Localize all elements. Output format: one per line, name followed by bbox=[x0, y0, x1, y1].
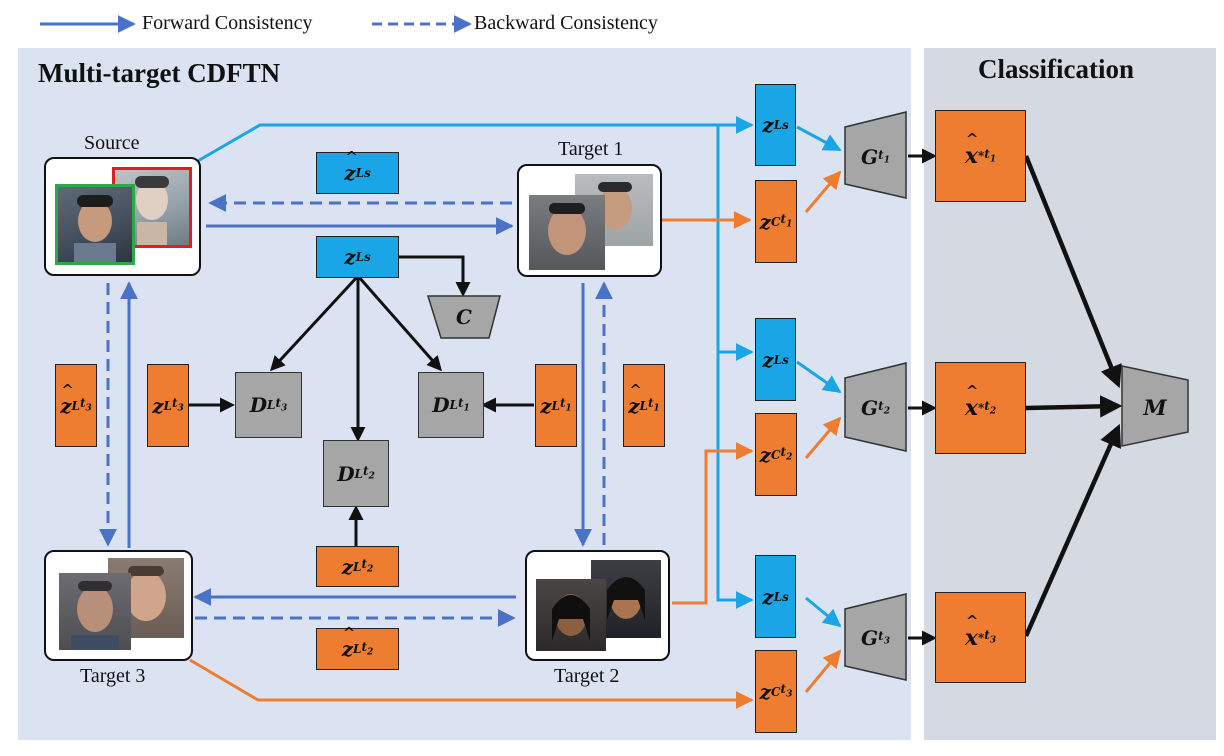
target2-domain-frame bbox=[525, 550, 670, 661]
target1-caption: Target 1 bbox=[558, 138, 624, 160]
target3-live-face-image bbox=[59, 573, 131, 650]
target2-style-path bbox=[672, 442, 754, 605]
generated-x-t1-box: x*t1 bbox=[935, 110, 1026, 202]
generator-g2-shape bbox=[844, 362, 907, 452]
zc1-to-g1 bbox=[804, 170, 842, 213]
legend-backward-label: Backward Consistency bbox=[474, 12, 658, 34]
main-panel-title: Multi-target CDFTN bbox=[38, 58, 281, 88]
target2-caption: Target 2 bbox=[554, 665, 620, 687]
x2-to-m bbox=[1025, 395, 1123, 418]
target2-live-face-image bbox=[536, 579, 606, 651]
zs-to-dt3 bbox=[269, 274, 360, 372]
zc2-to-g2 bbox=[804, 416, 842, 459]
zs-to-dt1 bbox=[356, 275, 442, 372]
zc3-to-g3 bbox=[804, 649, 842, 693]
target3-style-path bbox=[189, 658, 754, 709]
zhat-s-l-box: zLs bbox=[316, 150, 399, 194]
zs2-to-g2 bbox=[796, 360, 842, 394]
classifier-m-shape bbox=[1121, 365, 1189, 447]
legend-forward-label: Forward Consistency bbox=[142, 12, 313, 34]
target3-domain-frame bbox=[44, 550, 193, 661]
generated-x-t3-box: x*t3 bbox=[935, 592, 1026, 683]
source-domain-frame bbox=[44, 157, 201, 276]
target1-live-face-image bbox=[529, 195, 605, 270]
target1-domain-frame bbox=[517, 164, 662, 277]
generator-g1-shape bbox=[844, 111, 907, 199]
source-caption: Source bbox=[84, 132, 140, 154]
zs1-to-g1 bbox=[796, 125, 842, 152]
zs3-to-g3 bbox=[805, 596, 842, 628]
source-spoof-face-image bbox=[112, 167, 192, 248]
classification-title: Classification bbox=[978, 54, 1135, 84]
x3-to-m bbox=[1023, 423, 1122, 637]
classifier-shape bbox=[426, 295, 501, 339]
x1-to-m bbox=[1023, 155, 1122, 389]
classifier-m-label: M bbox=[1143, 394, 1167, 420]
generator-g3-shape bbox=[844, 593, 907, 681]
target3-caption: Target 3 bbox=[80, 665, 146, 687]
classifier-c-label: C bbox=[456, 305, 472, 329]
zs-to-classifier bbox=[398, 255, 471, 297]
generated-x-t2-box: x*t2 bbox=[935, 362, 1026, 454]
source-live-face-image bbox=[55, 184, 135, 265]
